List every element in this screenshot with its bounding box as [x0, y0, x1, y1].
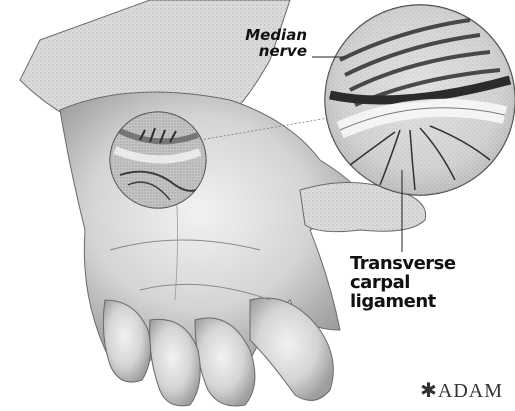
wrist-detail-circle — [110, 112, 206, 208]
median-nerve-label: Median nerve — [222, 28, 307, 60]
transverse-carpal-ligament-label: Transverse carpal ligament — [350, 255, 456, 312]
magnified-view — [325, 5, 515, 195]
adam-watermark: ✱ADAM — [420, 378, 503, 403]
